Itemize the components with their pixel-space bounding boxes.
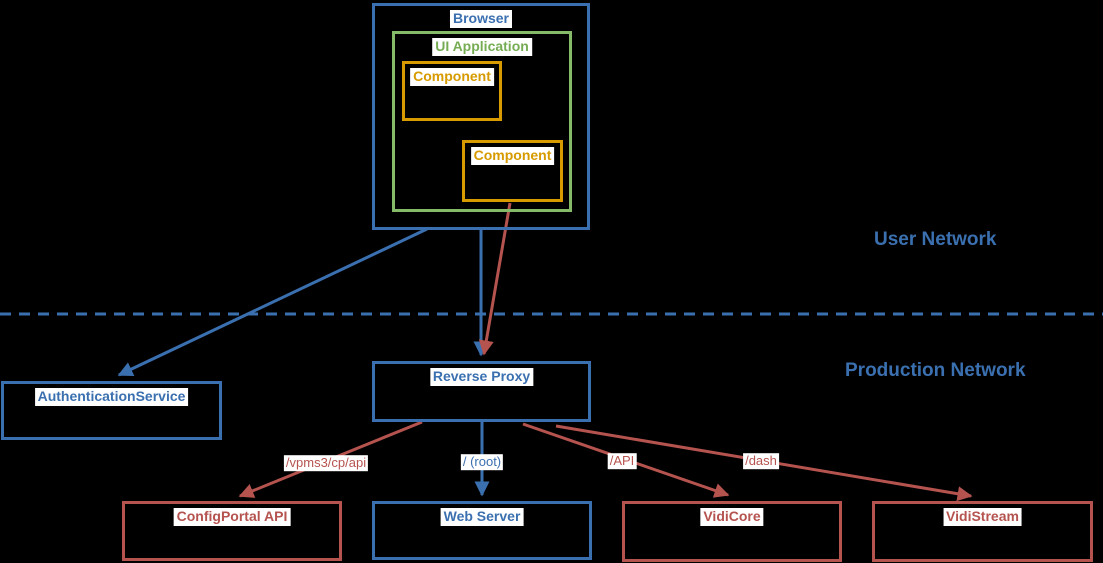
component-top-node-label: Component (410, 68, 494, 86)
production-network-zone-label: Production Network (845, 360, 1026, 381)
reverse-proxy-node: Reverse Proxy (372, 361, 591, 422)
authentication-service-node-label: AuthenticationService (34, 388, 189, 406)
configportal-api-node: ConfigPortal API (122, 501, 342, 561)
ui-application-node: UI Application (392, 31, 572, 212)
configportal-api-node-label: ConfigPortal API (173, 508, 291, 526)
vidicore-node-label: VidiCore (700, 508, 764, 526)
vidicore-node: VidiCore (622, 501, 842, 562)
component-top-node: Component (402, 61, 502, 121)
vidistream-node: VidiStream (872, 501, 1093, 562)
reverse-proxy-node-label: Reverse Proxy (429, 368, 534, 386)
edge-browser-to-auth (117, 227, 428, 377)
edge-label-vpms3-cp-api: /vpms3/cp/api (283, 455, 369, 471)
web-server-node: Web Server (372, 501, 592, 560)
component-bottom-node-label: Component (470, 147, 555, 165)
edge-label-dash: /dash (743, 453, 779, 469)
web-server-node-label: Web Server (440, 508, 524, 526)
browser-node: Browser (372, 3, 590, 230)
edge-label-api: /API (607, 453, 637, 469)
vidistream-node-label: VidiStream (943, 508, 1022, 526)
edge-label-root: / (root) (460, 454, 504, 470)
component-bottom-node: Component (462, 140, 563, 202)
authentication-service-node: AuthenticationService (1, 381, 222, 440)
ui-application-node-label: UI Application (432, 38, 532, 56)
browser-node-label: Browser (449, 10, 513, 28)
user-network-zone-label: User Network (874, 229, 997, 250)
